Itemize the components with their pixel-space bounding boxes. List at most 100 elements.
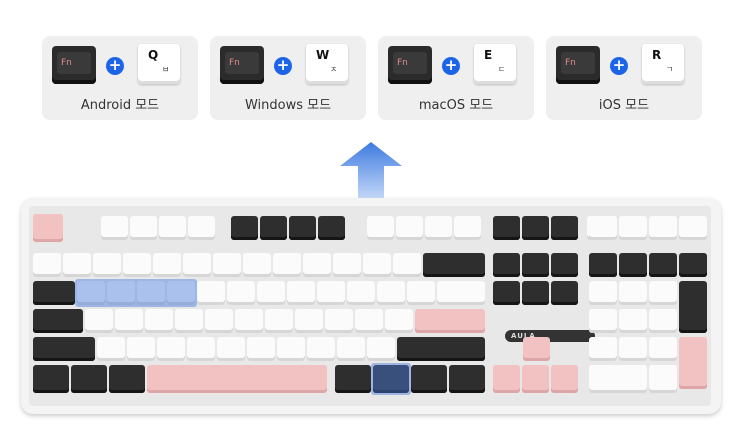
keyboard-key	[137, 281, 165, 305]
keyboard-key	[183, 253, 211, 277]
keyboard-key	[157, 337, 185, 361]
key-hangul: ㅈ	[330, 65, 338, 74]
keyboard-key	[425, 216, 452, 240]
keyboard-key	[551, 365, 578, 393]
mode-label: macOS 모드	[418, 98, 494, 113]
keyboard-key	[522, 365, 549, 393]
key-hangul: ㄷ	[498, 65, 506, 74]
keyboard-key	[123, 253, 151, 277]
keyboard-key	[159, 216, 186, 240]
keyboard-key	[619, 281, 647, 305]
keyboard-key	[589, 216, 617, 240]
fn-key: Fn	[220, 46, 264, 84]
keyboard-key	[493, 365, 520, 393]
plus-icon: +	[610, 57, 628, 75]
keyboard-key	[33, 309, 83, 333]
keyboard-key	[205, 309, 233, 333]
keyboard-key	[367, 216, 394, 240]
keyboard-key	[333, 253, 361, 277]
keyboard-key	[679, 337, 707, 389]
keyboard-key	[153, 253, 181, 277]
keyboard-key	[307, 337, 335, 361]
keyboard-key	[127, 337, 155, 361]
plus-icon: +	[442, 57, 460, 75]
keyboard-key	[407, 281, 435, 305]
keyboard-key	[347, 281, 375, 305]
keyboard-key	[649, 281, 677, 305]
keyboard-key	[522, 253, 549, 277]
keyboard-key	[679, 216, 707, 240]
keyboard-key	[589, 281, 617, 305]
keyboard-key	[247, 337, 275, 361]
keyboard-key	[295, 309, 323, 333]
keyboard-key	[493, 281, 520, 305]
keyboard-key	[287, 281, 315, 305]
keyboard-key	[589, 365, 647, 393]
keyboard-key	[85, 309, 113, 333]
keyboard-key	[217, 337, 245, 361]
keyboard-key	[649, 253, 677, 277]
keyboard-key	[273, 253, 301, 277]
keyboard-key	[373, 365, 409, 393]
fn-key-label: Fn	[561, 52, 595, 74]
keyboard-key	[325, 309, 353, 333]
keyboard-key	[260, 216, 287, 240]
keyboard-key	[197, 281, 225, 305]
keyboard-key	[551, 216, 578, 240]
keyboard-key	[415, 309, 485, 333]
keyboard-key	[396, 216, 423, 240]
keyboard-key	[355, 309, 383, 333]
keyboard-key	[423, 253, 485, 277]
keyboard-key	[649, 365, 677, 393]
keyboard-key	[243, 253, 271, 277]
keyboard-key	[145, 309, 173, 333]
keyboard-key	[33, 365, 69, 393]
up-arrow-icon	[340, 142, 402, 204]
keyboard-key	[454, 216, 481, 240]
keyboard-key	[619, 216, 647, 240]
keyboard-key	[385, 309, 413, 333]
keyboard-key	[107, 281, 135, 305]
keyboard-key	[551, 281, 578, 305]
keyboard-key	[63, 253, 91, 277]
fn-key-label: Fn	[225, 52, 259, 74]
fn-key: Fn	[52, 46, 96, 84]
keyboard-key	[393, 253, 421, 277]
keyboard-key	[303, 253, 331, 277]
keyboard-key	[235, 309, 263, 333]
keyboard-key	[377, 281, 405, 305]
plus-icon: +	[274, 57, 292, 75]
keyboard-illustration: AULA	[21, 198, 721, 414]
keyboard-key	[318, 216, 345, 240]
keyboard-key	[101, 216, 128, 240]
keyboard-key	[33, 337, 95, 361]
keyboard-key	[397, 337, 485, 361]
keyboard-key	[109, 365, 145, 393]
keyboard-key	[277, 337, 305, 361]
keyboard-key	[289, 216, 316, 240]
keyboard-key	[115, 309, 143, 333]
keyboard-key	[213, 253, 241, 277]
keyboard-key	[130, 216, 157, 240]
keyboard-key	[317, 281, 345, 305]
keyboard-key	[589, 253, 617, 277]
keyboard-key	[227, 281, 255, 305]
keyboard-key	[33, 253, 61, 277]
keyboard-key	[71, 365, 107, 393]
highlight-overlay	[75, 279, 197, 307]
keyboard-key	[33, 281, 75, 305]
key-hangul: ㄱ	[666, 65, 674, 74]
keyboard-key	[649, 216, 677, 240]
keyboard-key	[449, 365, 485, 393]
keyboard-key	[175, 309, 203, 333]
keyboard-key	[188, 216, 215, 240]
keyboard-key	[551, 253, 578, 277]
key-letter: R	[652, 48, 662, 62]
